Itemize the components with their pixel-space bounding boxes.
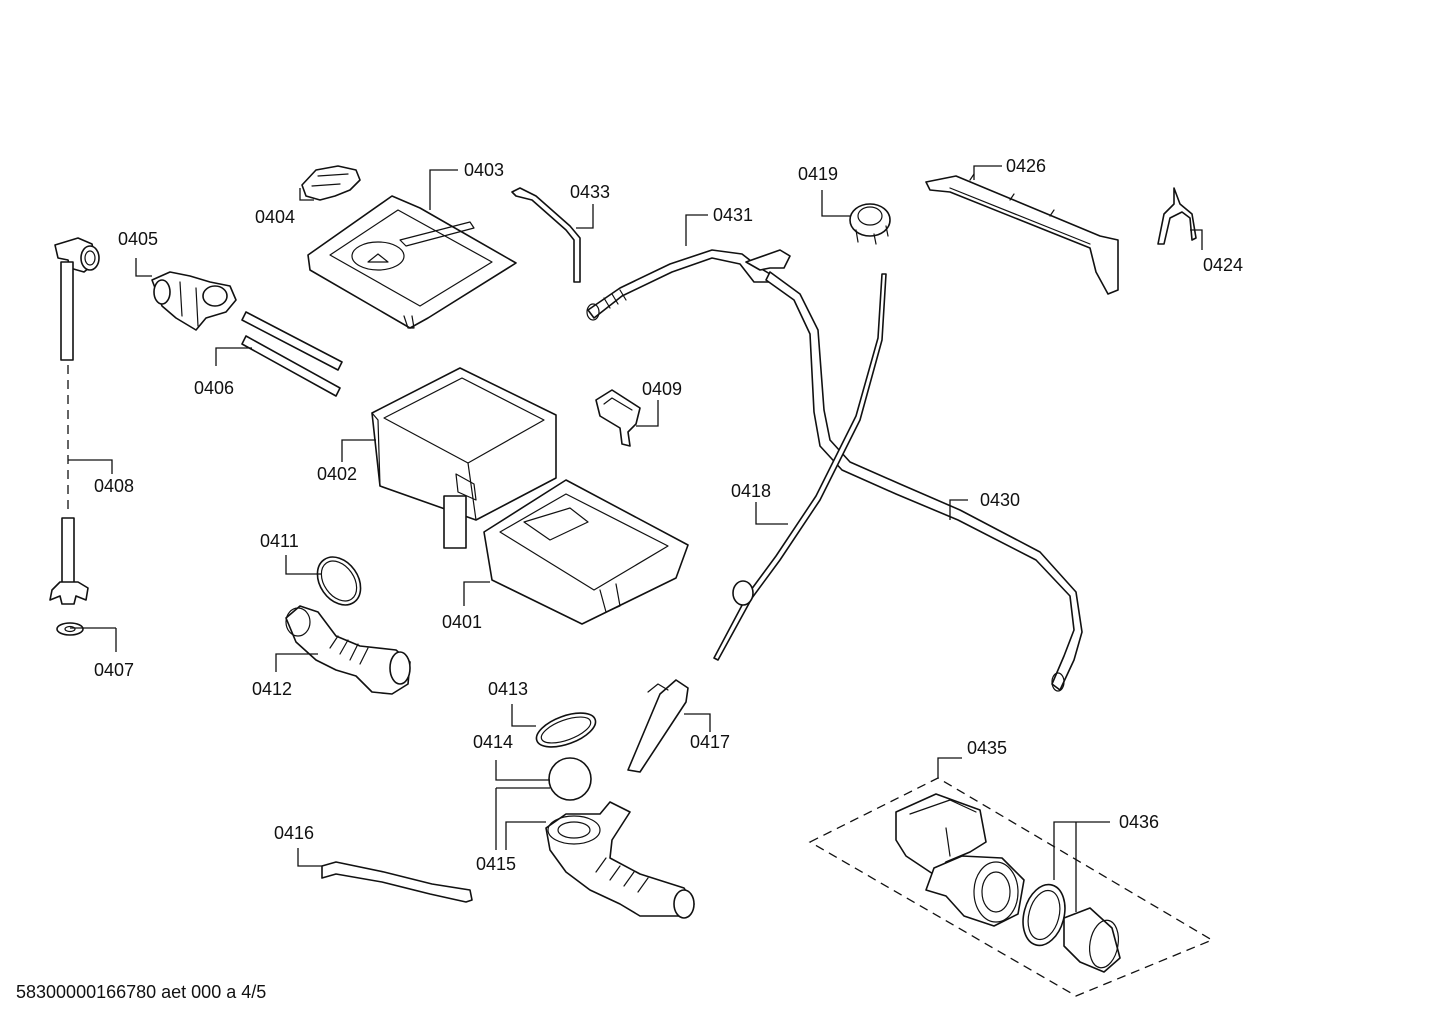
label-0411: 0411 bbox=[260, 531, 299, 551]
label-0406: 0406 bbox=[194, 378, 234, 398]
part-0407-inlet-foot bbox=[49, 517, 89, 636]
part-0401-drawer bbox=[483, 479, 689, 625]
part-0414-ball bbox=[548, 757, 592, 801]
part-0402-dispenser-box bbox=[371, 367, 557, 549]
part-0426-rail bbox=[925, 173, 1119, 295]
label-0405: 0405 bbox=[118, 229, 158, 249]
label-0407: 0407 bbox=[94, 660, 134, 680]
label-0418: 0418 bbox=[731, 481, 771, 501]
label-0430: 0430 bbox=[980, 490, 1020, 510]
part-0430-long-hose bbox=[745, 249, 1083, 692]
drawing-reference: 58300000166780 aet 000 a 4/5 bbox=[16, 982, 266, 1002]
part-0411-seal bbox=[316, 556, 362, 606]
label-0419: 0419 bbox=[798, 164, 838, 184]
label-0431: 0431 bbox=[713, 205, 753, 225]
part-0435-pump-assembly bbox=[808, 777, 1214, 997]
label-0435: 0435 bbox=[967, 738, 1007, 758]
label-0402: 0402 bbox=[317, 464, 357, 484]
label-0414: 0414 bbox=[473, 732, 513, 752]
part-0406-tubes bbox=[241, 311, 343, 397]
label-0416: 0416 bbox=[274, 823, 314, 843]
part-0416-small-hose bbox=[321, 861, 473, 903]
part-0424-hook bbox=[1157, 187, 1197, 245]
part-0405-inlet-elbow bbox=[54, 237, 100, 361]
label-0426: 0426 bbox=[1006, 156, 1046, 176]
part-0403-dispenser-cover bbox=[307, 195, 517, 329]
part-0418-rod bbox=[713, 273, 887, 661]
label-0433: 0433 bbox=[570, 182, 610, 202]
part-0405-valve bbox=[151, 271, 237, 331]
label-0408: 0408 bbox=[94, 476, 134, 496]
label-0424: 0424 bbox=[1203, 255, 1243, 275]
part-0417-cylinder bbox=[627, 679, 689, 773]
part-0412-bellows-hose bbox=[285, 605, 411, 695]
label-0409: 0409 bbox=[642, 379, 682, 399]
part-0413-gasket bbox=[535, 712, 597, 748]
part-0419-pressure-switch bbox=[849, 203, 891, 245]
label-0404: 0404 bbox=[255, 207, 295, 227]
label-0401: 0401 bbox=[442, 612, 482, 632]
label-0436: 0436 bbox=[1119, 812, 1159, 832]
part-0436-filter bbox=[1022, 883, 1121, 973]
leader-lines bbox=[68, 165, 1203, 912]
part-0409-flap bbox=[595, 389, 641, 447]
label-0415: 0415 bbox=[476, 854, 516, 874]
label-0413: 0413 bbox=[488, 679, 528, 699]
part-0431-upper-hose bbox=[586, 249, 773, 321]
part-0404-clip bbox=[301, 165, 361, 201]
label-0403: 0403 bbox=[464, 160, 504, 180]
part-0415-sump-hose bbox=[545, 801, 695, 919]
part-0433-hose bbox=[511, 187, 581, 283]
label-0412: 0412 bbox=[252, 679, 292, 699]
label-0417: 0417 bbox=[690, 732, 730, 752]
